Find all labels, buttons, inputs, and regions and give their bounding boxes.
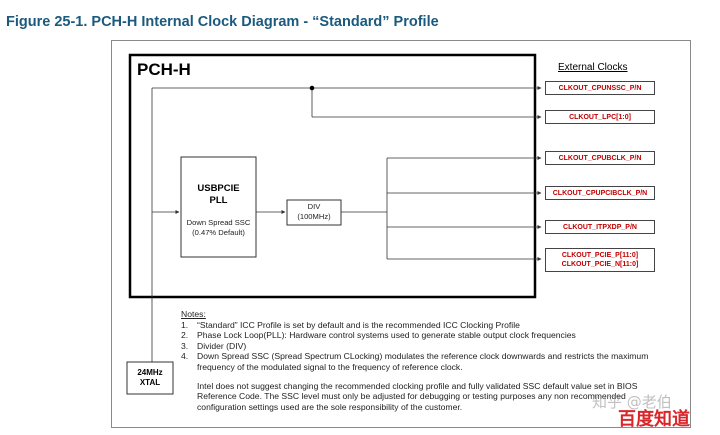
note-item: 1. “Standard” ICC Profile is set by defau… xyxy=(181,320,651,331)
diagram-frame xyxy=(111,40,691,428)
pll-box xyxy=(180,156,257,258)
note-number: 3. xyxy=(181,340,189,351)
clock-output-label: CLKOUT_CPUNSSC_P/N xyxy=(558,84,642,92)
note-item: 2. Phase Lock Loop(PLL): Hardware control… xyxy=(181,330,651,341)
pll-name-line1: USBPCIE xyxy=(197,183,240,194)
clock-output-lpc: CLKOUT_LPC[1:0] xyxy=(545,110,655,124)
pll-name-line2: PLL xyxy=(209,195,228,206)
zhihu-watermark: 知乎 @老伯 xyxy=(592,393,672,411)
junction-dot xyxy=(309,85,315,91)
clock-output-label: CLKOUT_CPUBCLK_P/N xyxy=(558,154,642,162)
note-item: 4. Down Spread SSC (Spread Spectrum CLock… xyxy=(181,351,651,372)
clock-output-label: CLKOUT_ITPXDP_P/N xyxy=(563,223,637,231)
pch-label: PCH-H xyxy=(137,60,191,79)
pll-spread-line2: (0.47% Default) xyxy=(192,228,245,237)
note-text: “Standard” ICC Profile is set by default… xyxy=(197,319,520,330)
clock-output-cpubclk: CLKOUT_CPUBCLK_P/N xyxy=(545,151,655,165)
notes-heading: Notes: xyxy=(181,309,206,319)
note-number: 1. xyxy=(181,319,189,330)
div-label: DIV (100MHz) xyxy=(287,202,341,222)
note-number: 2. xyxy=(181,330,189,341)
clock-output-label-2: CLKOUT_PCIE_N[11:0] xyxy=(561,261,639,268)
clock-output-label: CLKOUT_LPC[1:0] xyxy=(569,113,631,121)
external-clocks-header: External Clocks xyxy=(558,62,628,73)
div-line1: DIV xyxy=(307,202,321,211)
note-item: 3. Divider (DIV) xyxy=(181,341,651,352)
note-text: Phase Lock Loop(PLL): Hardware control s… xyxy=(197,330,576,341)
xtal-line2: XTAL xyxy=(139,378,161,387)
div-box xyxy=(286,199,342,226)
figure-title: Figure 25-1. PCH-H Internal Clock Diagra… xyxy=(6,14,439,30)
clock-output-pcie: CLKOUT_PCIE_P[11:0] CLKOUT_PCIE_N[11:0] xyxy=(545,248,655,272)
clock-output-itpxdp: CLKOUT_ITPXDP_P/N xyxy=(545,220,655,234)
notes-disclaimer: Intel does not suggest changing the reco… xyxy=(197,380,638,412)
note-text: Down Spread SSC (Spread Spectrum CLockin… xyxy=(197,351,649,372)
pll-spread-label: Down Spread SSC (0.47% Default) xyxy=(181,218,256,238)
clock-output-label: CLKOUT_PCIE_P[11:0] xyxy=(561,252,639,259)
baidu-watermark: 百度知道 xyxy=(618,409,690,430)
pll-spread-line1: Down Spread SSC xyxy=(186,218,251,227)
note-text: Divider (DIV) xyxy=(197,340,247,351)
pll-title: USBPCIE PLL xyxy=(181,183,256,207)
xtal-box xyxy=(126,361,174,395)
xtal-label: 24MHz XTAL xyxy=(127,368,173,388)
xtal-line1: 24MHz xyxy=(137,368,163,377)
clock-output-label: CLKOUT_CPUPCIBCLK_P/N xyxy=(552,189,648,197)
note-number: 4. xyxy=(181,351,189,362)
clock-output-cpupcibclk: CLKOUT_CPUPCIBCLK_P/N xyxy=(545,186,655,200)
div-line2: (100MHz) xyxy=(297,212,331,221)
clock-output-cpunssc: CLKOUT_CPUNSSC_P/N xyxy=(545,81,655,95)
notes-section: Notes: 1. “Standard” ICC Profile is set b… xyxy=(181,309,651,412)
pch-boundary xyxy=(128,53,537,299)
